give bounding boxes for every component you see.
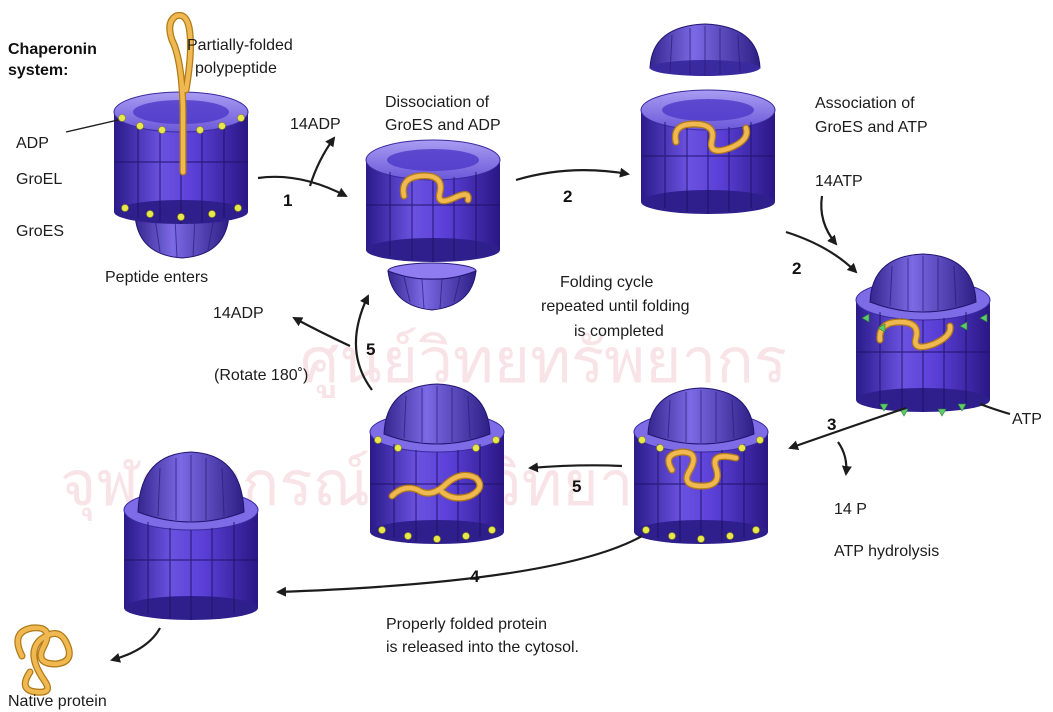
system-title-line2: system: (8, 62, 68, 79)
cycle-label-line3: is completed (574, 323, 664, 340)
released-label-line2: is released into the cytosol. (386, 639, 579, 656)
adp14-left-label: 14ADP (213, 305, 264, 322)
chaperonin-complex-icon (366, 140, 500, 262)
arrow-atp-in (821, 196, 836, 244)
groel-label: GroEL (16, 171, 62, 188)
step-2a: 2 (563, 187, 572, 206)
released-label-line1: Properly folded protein (386, 616, 547, 633)
arrow-step-1 (258, 177, 346, 196)
step-1: 1 (283, 191, 292, 210)
system-title-line1: Chaperonin (8, 41, 97, 58)
association-label-line1: Association of (815, 95, 915, 112)
arrow-native (112, 628, 160, 660)
partial-label-line1: Partially-folded (187, 37, 293, 54)
arrow-phosphate (838, 442, 846, 474)
phosphate-label: 14 P (834, 501, 867, 518)
cycle-label-line1: Folding cycle (560, 274, 653, 291)
watermark-line1: ศูนย์วิทยทรัพยากร (300, 324, 787, 398)
adp-pointer (66, 120, 118, 132)
arrow-adp-release (310, 138, 334, 186)
cycle-label-line2: repeated until folding (541, 298, 690, 315)
atp-pointer (980, 404, 1010, 414)
atp14-label: 14ATP (815, 173, 863, 190)
groes-cap-icon (650, 24, 760, 76)
partial-label-line2: polypeptide (195, 60, 277, 77)
peptide-enters-label: Peptide enters (105, 269, 208, 286)
rotate-label: (Rotate 180˚) (214, 367, 308, 384)
groes-label: GroES (16, 223, 64, 240)
adp14-top-label: 14ADP (290, 116, 341, 133)
chaperonin-complex-icon (856, 254, 990, 416)
step-2b: 2 (792, 259, 801, 278)
chaperonin-complex-icon (370, 384, 504, 544)
dissociation-label-line1: Dissociation of (385, 94, 490, 111)
association-label-line2: GroES and ATP (815, 119, 928, 136)
step-3: 3 (827, 415, 836, 434)
arrow-step-4 (278, 536, 642, 592)
atp-hydrolysis-label: ATP hydrolysis (834, 543, 939, 560)
chaperonin-complex-icon (634, 388, 768, 544)
atp-label: ATP (1012, 411, 1042, 428)
step-5b: 5 (572, 477, 581, 496)
native-protein-label: Native protein (8, 693, 107, 710)
step-5a: 5 (366, 340, 375, 359)
arrow-step-2a (516, 170, 628, 180)
arrow-step-3 (790, 408, 906, 448)
groes-cap-icon (388, 263, 476, 310)
dissociation-label-line2: GroES and ADP (385, 117, 501, 134)
step-4: 4 (470, 567, 480, 586)
chaperonin-complex-icon (641, 90, 775, 214)
adp-label: ADP (16, 135, 49, 152)
native-protein-icon (18, 628, 70, 692)
